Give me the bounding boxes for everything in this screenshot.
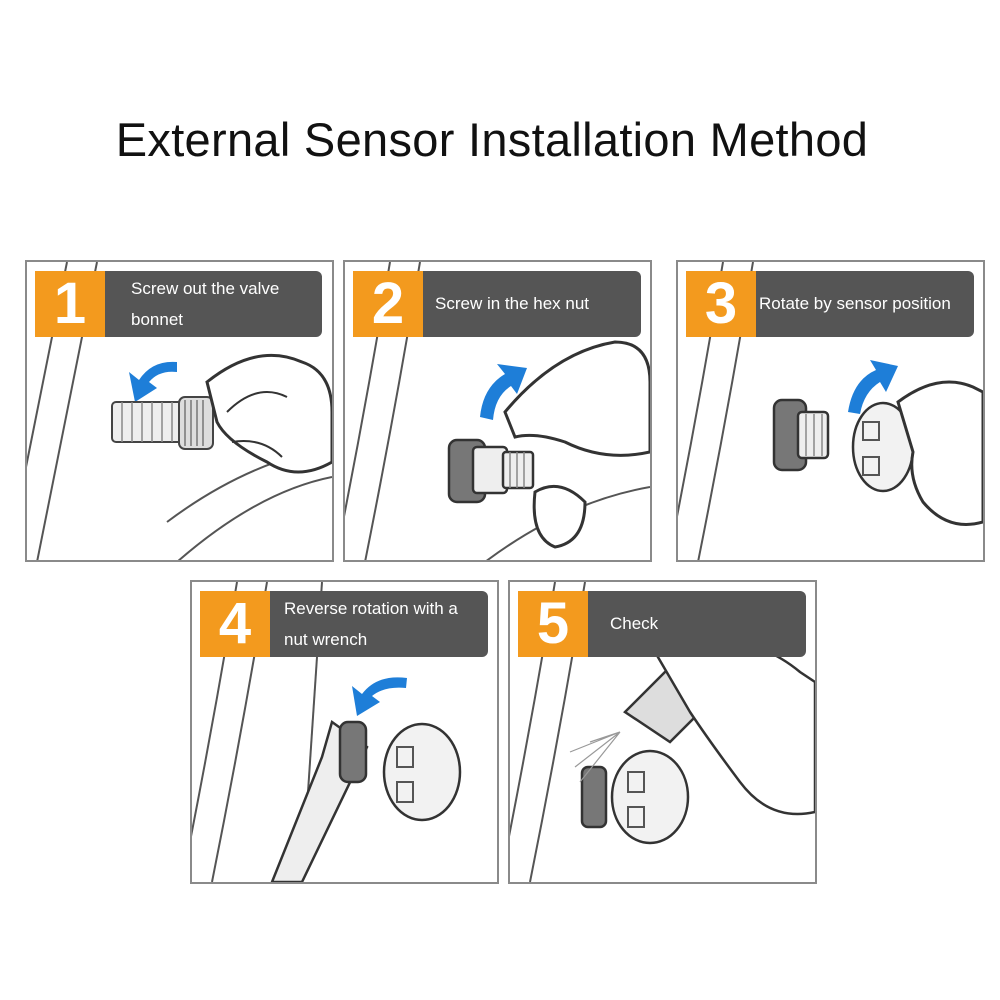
step-1-label: Screw out the valve bonnet <box>131 279 280 329</box>
step-4-panel: 4 Reverse rotation with a nut wrench <box>190 580 499 884</box>
step-2-number-badge: 2 <box>353 271 423 337</box>
arrow-icon <box>129 361 177 402</box>
arrow-icon <box>848 360 898 414</box>
step-3-label-box: Rotate by sensor position <box>756 271 974 337</box>
step-2-label-box: Screw in the hex nut <box>423 271 641 337</box>
step-1-number-badge: 1 <box>35 271 105 337</box>
step-1-label-box: Screw out the valve bonnet <box>105 271 322 337</box>
page-title: External Sensor Installation Method <box>115 113 869 166</box>
nut-wrench-illustration <box>192 582 462 882</box>
step-2-label: Screw in the hex nut <box>435 294 590 313</box>
step-4-label: Reverse rotation with a nut wrench <box>284 599 458 649</box>
sensor-rotate-illustration <box>678 262 983 560</box>
step-5-number-badge: 5 <box>518 591 588 657</box>
step-2-panel: 2 Screw in the hex nut <box>343 260 652 562</box>
step-3-label: Rotate by sensor position <box>759 294 951 313</box>
step-1-panel: 1 Screw out the valve bonnet <box>25 260 334 562</box>
arrow-icon <box>352 677 407 716</box>
valve-bonnet-removal-illustration <box>27 262 332 560</box>
step-3-panel: 3 Rotate by sensor position <box>676 260 985 562</box>
step-4-label-box: Reverse rotation with a nut wrench <box>270 591 488 657</box>
step-5-label: Check <box>610 614 659 633</box>
step-5-label-box: Check <box>588 591 806 657</box>
step-3-number-badge: 3 <box>686 271 756 337</box>
hex-nut-install-illustration <box>345 262 650 560</box>
leak-check-spray-illustration <box>510 582 815 882</box>
step-5-panel: 5 Check <box>508 580 817 884</box>
step-4-number-badge: 4 <box>200 591 270 657</box>
arrow-icon <box>480 364 527 420</box>
